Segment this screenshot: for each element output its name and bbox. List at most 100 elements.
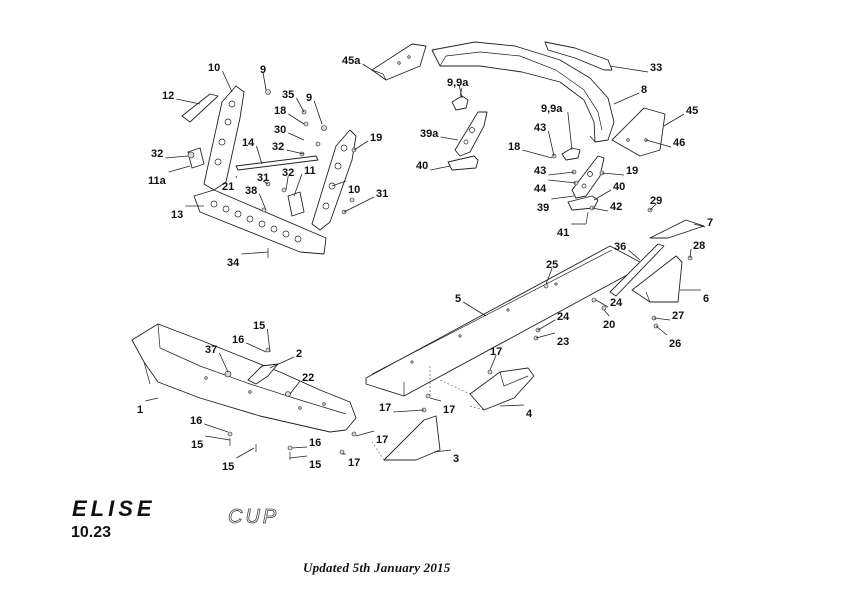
leader-line — [296, 98, 304, 112]
leader-line — [204, 424, 228, 432]
leader-line — [568, 112, 572, 150]
callout-label: 5 — [455, 293, 461, 305]
callout-label: 15 — [309, 459, 321, 471]
bracket-plate-part-11a — [188, 148, 204, 168]
callout-label: 39 — [537, 202, 549, 214]
leader-line — [356, 431, 374, 436]
leader-line — [363, 64, 372, 70]
callout-label: 3 — [453, 453, 459, 465]
callout-label: 34 — [227, 257, 240, 269]
callout-label: 22 — [302, 372, 314, 384]
callout-label: 45a — [342, 55, 361, 67]
leader-line — [270, 357, 294, 368]
leader-line — [145, 398, 158, 401]
callout-label: 15 — [222, 461, 234, 473]
callout-label: 15 — [191, 439, 203, 451]
logo-model: ELISE — [72, 496, 156, 521]
callout-label: 24 — [610, 297, 623, 309]
callout-label: 16 — [309, 437, 321, 449]
callout-label: 17 — [379, 402, 391, 414]
leader-line — [344, 197, 374, 212]
trim-strip-part-12 — [182, 94, 218, 122]
callout-label: 20 — [603, 319, 615, 331]
leader-line — [522, 150, 552, 158]
page-number: 10.23 — [71, 524, 111, 542]
leader-line — [259, 194, 266, 210]
callout-label: 46 — [673, 137, 685, 149]
leader-line — [430, 166, 450, 170]
callout-label: 38 — [245, 185, 257, 197]
callout-label: 9 — [306, 92, 312, 104]
callout-label: 28 — [693, 240, 705, 252]
callout-label: 43 — [534, 165, 546, 177]
logo-variant: CUP — [228, 506, 279, 528]
callout-label: 11 — [304, 165, 316, 177]
callout-label: 12 — [162, 90, 174, 102]
leader-line — [169, 166, 190, 172]
leader-line — [176, 99, 200, 104]
leader-line — [654, 318, 670, 320]
leader-line — [548, 180, 576, 183]
leader-line — [430, 398, 441, 401]
callout-label: 1 — [137, 404, 143, 416]
leader-line — [288, 133, 304, 140]
leader-line — [500, 405, 524, 406]
endplate-left-part-45a — [372, 44, 426, 80]
leader-line — [205, 436, 230, 440]
callout-label: 9,9a — [447, 77, 469, 89]
leader-line — [256, 146, 262, 164]
callout-label: 23 — [557, 336, 569, 348]
callout-label: 36 — [614, 241, 626, 253]
endplate-right-part-45 — [612, 108, 665, 156]
leader-line — [314, 101, 322, 124]
callout-label: 16 — [190, 415, 202, 427]
callout-label: 15 — [253, 320, 265, 332]
wing-upright-left-part-39a — [455, 112, 487, 156]
leader-line — [463, 302, 486, 316]
callout-label: 41 — [557, 227, 569, 239]
callout-label: 25 — [546, 259, 558, 271]
callout-label: 19 — [370, 132, 382, 144]
callout-label: 39a — [420, 128, 439, 140]
callout-label: 44 — [534, 183, 547, 195]
callout-label: 32 — [272, 141, 284, 153]
leader-line — [241, 252, 268, 254]
leader-line — [664, 114, 684, 126]
leader-line — [592, 208, 608, 211]
leader-line — [246, 343, 266, 352]
leader-line — [292, 447, 307, 448]
callout-label: 11a — [148, 175, 167, 187]
callout-label: 24 — [557, 311, 570, 323]
callout-label: 33 — [650, 62, 662, 74]
callout-label: 32 — [282, 167, 294, 179]
leader-line — [165, 156, 188, 158]
leader-line — [548, 172, 574, 175]
callout-label: 17 — [376, 434, 388, 446]
callout-label: 6 — [703, 293, 709, 305]
base-plate-part-13 — [194, 190, 326, 254]
callout-label: 4 — [526, 408, 533, 420]
leader-line — [614, 93, 639, 104]
leader-line — [536, 333, 555, 338]
callout-label: 40 — [613, 181, 625, 193]
callout-label: 29 — [650, 195, 662, 207]
wing-mount-right-part-9 — [562, 148, 580, 160]
upright-clamp-left-part-40 — [448, 156, 478, 170]
callout-label: 37 — [205, 344, 217, 356]
leader-line — [604, 310, 609, 316]
callout-label: 35 — [282, 89, 294, 101]
leader-line — [548, 131, 554, 156]
callout-label: 7 — [707, 217, 713, 229]
callout-label: 16 — [232, 334, 244, 346]
callout-label: 18 — [274, 105, 286, 117]
callout-label: 30 — [274, 124, 286, 136]
callout-label: 19 — [626, 165, 638, 177]
callout-label: 32 — [151, 148, 163, 160]
callout-label: 18 — [508, 141, 520, 153]
updated-date: Updated 5th January 2015 — [303, 560, 450, 576]
mount-block-part-11 — [288, 192, 304, 216]
leader-line — [596, 300, 608, 307]
leader-line — [222, 71, 232, 92]
